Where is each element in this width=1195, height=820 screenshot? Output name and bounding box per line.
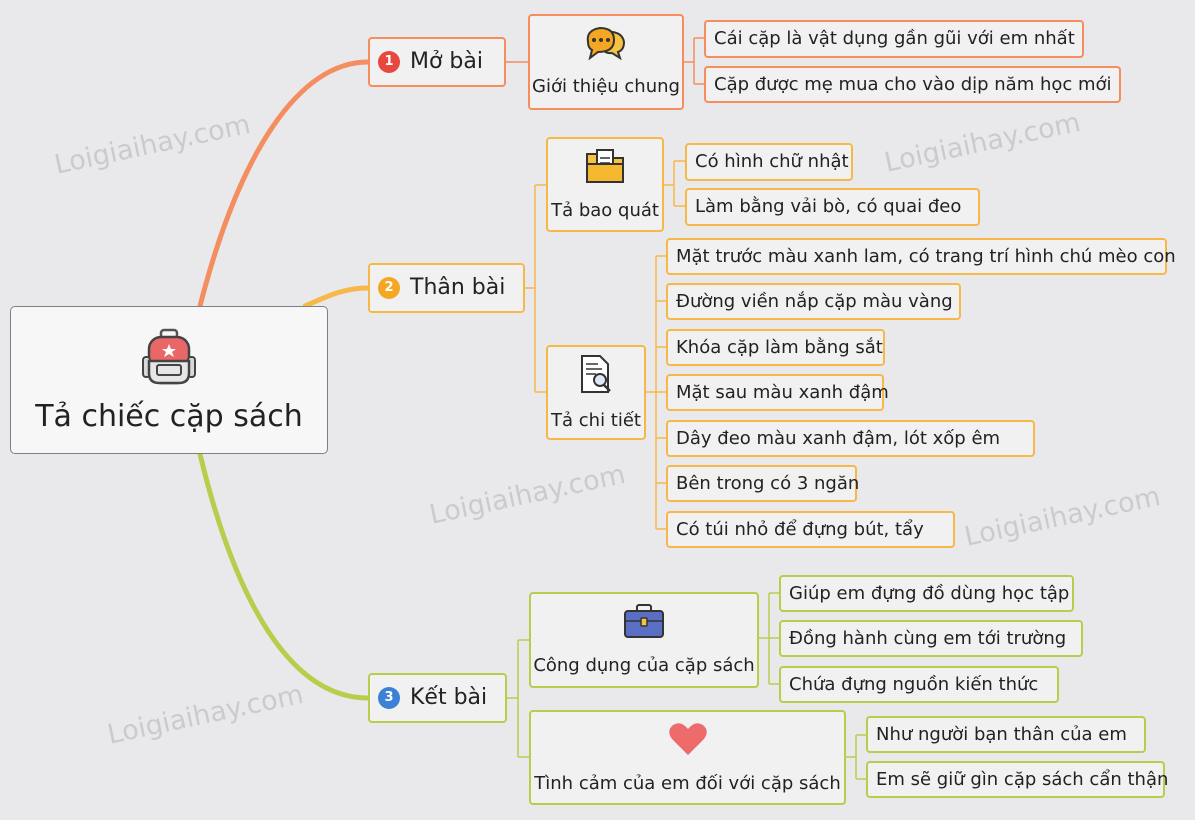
branch-than-bai[interactable]: 2 Thân bài [368,263,525,313]
leaf-item[interactable]: Đường viền nắp cặp màu vàng [666,283,961,320]
badge-1: 1 [378,51,400,73]
leaf-item[interactable]: Cái cặp là vật dụng gần gũi với em nhất [704,20,1084,58]
briefcase-icon [623,603,665,645]
branch-mo-bai[interactable]: 1 Mở bài [368,37,506,87]
topic-gioi-thieu-chung[interactable]: Giới thiệu chung [528,14,684,110]
central-topic[interactable]: Tả chiếc cặp sách [10,306,328,454]
topic-label: Tả bao quát [551,199,659,221]
central-title: Tả chiếc cặp sách [35,398,303,434]
leaf-item[interactable]: Như người bạn thân của em [866,716,1146,753]
topic-label: Tả chi tiết [551,409,641,431]
leaf-item[interactable]: Chứa đựng nguồn kiến thức [779,666,1059,703]
badge-3: 3 [378,687,400,709]
topic-ta-bao-quat[interactable]: Tả bao quát [546,137,664,232]
branch-label: Thân bài [410,274,506,300]
backpack-icon [139,327,199,391]
leaf-item[interactable]: Mặt sau màu xanh đậm [666,374,889,411]
heart-icon [667,721,709,763]
leaf-item[interactable]: Em sẽ giữ gìn cặp sách cẩn thận [866,761,1168,798]
leaf-item[interactable]: Bên trong có 3 ngăn [666,465,859,502]
topic-label: Tình cảm của em đối với cặp sách [534,772,841,794]
branch-ket-bai[interactable]: 3 Kết bài [368,673,507,723]
folder-document-icon [585,148,625,190]
leaf-item[interactable]: Giúp em đựng đồ dùng học tập [779,575,1074,612]
speech-bubble-icon [584,26,628,66]
badge-2: 2 [378,277,400,299]
leaf-item[interactable]: Có túi nhỏ để đựng bút, tẩy [666,511,955,548]
leaf-item[interactable]: Có hình chữ nhật [685,143,853,181]
leaf-item[interactable]: Đồng hành cùng em tới trường [779,620,1083,657]
document-search-icon [576,354,616,400]
topic-label: Công dụng của cặp sách [533,655,755,676]
topic-tinh-cam[interactable]: Tình cảm của em đối với cặp sách [529,710,846,805]
leaf-item[interactable]: Khóa cặp làm bằng sắt [666,329,885,366]
leaf-item[interactable]: Làm bằng vải bò, có quai đeo [685,188,980,226]
leaf-item[interactable]: Mặt trước màu xanh lam, có trang trí hìn… [666,238,1176,275]
topic-cong-dung[interactable]: Công dụng của cặp sách [529,592,759,688]
leaf-item[interactable]: Cặp được mẹ mua cho vào dịp năm học mới [704,66,1121,103]
branch-label: Kết bài [410,684,488,710]
topic-ta-chi-tiet[interactable]: Tả chi tiết [546,345,646,440]
topic-label: Giới thiệu chung [532,76,680,97]
branch-label: Mở bài [410,48,483,74]
leaf-item[interactable]: Dây đeo màu xanh đậm, lót xốp êm [666,420,1035,457]
